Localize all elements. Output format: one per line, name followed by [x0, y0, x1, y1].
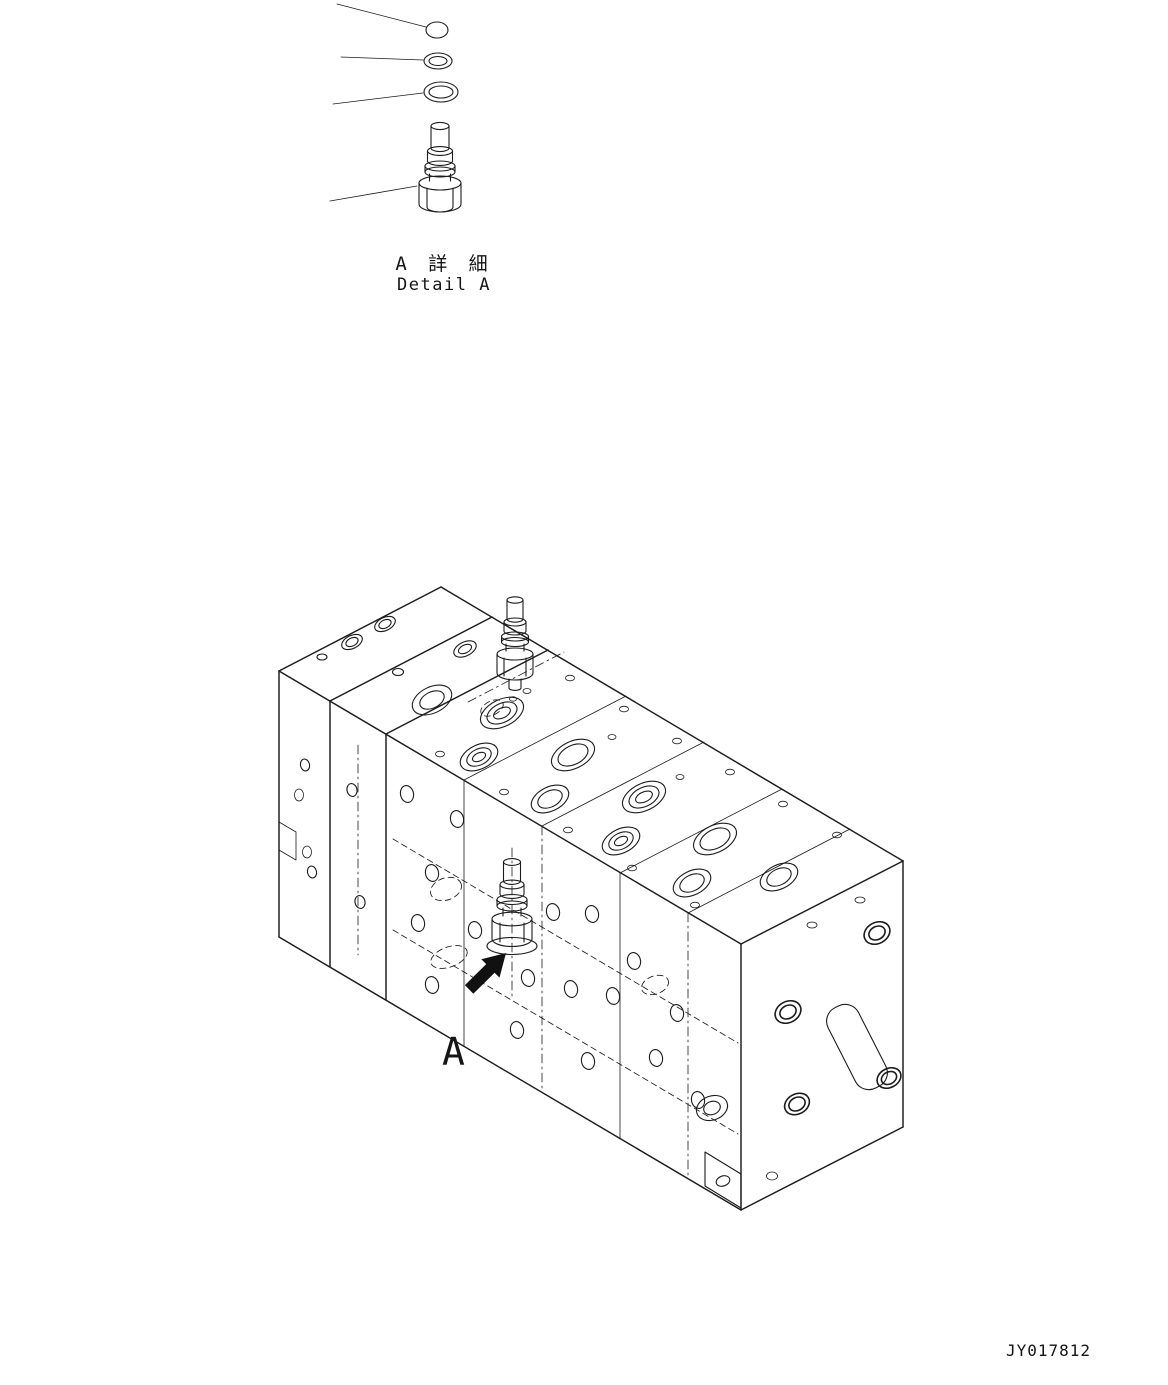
detail-title-english: Detail A: [397, 275, 491, 295]
detail-location-arrow: [464, 953, 506, 994]
main-assembly-view: [278, 586, 904, 1211]
detail-o-ring-small: [423, 52, 453, 70]
valve-block-outline: [278, 586, 904, 1211]
detail-o-ring-large: [423, 81, 459, 103]
left-end-face-details: [278, 788, 312, 861]
bottom-boss-and-tab: [695, 1094, 742, 1209]
top-face-bolt-holes: [435, 674, 842, 909]
installed-valve-top: [496, 596, 534, 702]
detail-title-japanese: A 詳 細: [395, 253, 493, 275]
detail-relief-valve-plug: [418, 121, 462, 213]
front-face-seams: [357, 651, 739, 1179]
right-face-plugs: [766, 896, 902, 1181]
detail-plug-cap: [425, 21, 449, 39]
drawing-number: JY017812: [1006, 1341, 1092, 1360]
top-face-seams: [463, 695, 851, 914]
top-face-ports: [316, 615, 799, 898]
detail-leader-lines: [329, 3, 427, 202]
detail-a-view: [329, 3, 462, 213]
front-face-ports: [299, 758, 706, 1109]
view-location-label: A: [442, 1030, 465, 1074]
installed-valve-front: [486, 858, 538, 956]
